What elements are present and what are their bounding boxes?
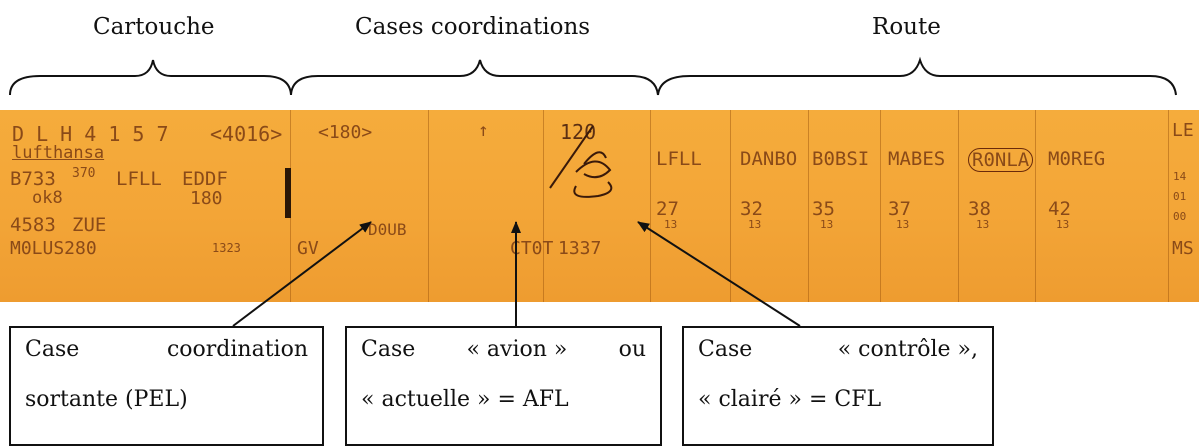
gv-mark: GV [297,238,319,259]
header-cartouche: Cartouche [93,14,215,40]
edge-2: 14 [1173,170,1187,183]
box-word: coordination [166,337,308,362]
edge-5: MS [1172,238,1194,259]
rfl: 370 [72,166,96,181]
arrow-pel [232,221,372,327]
divider [543,110,544,302]
flight-strip: D L H 4 1 5 7 <4016> lufthansa B733 370 … [0,110,1199,302]
brace-route [657,56,1177,96]
sid: M0LUS280 [10,238,97,259]
box-word: « avion » [466,337,568,362]
marker-bar [285,168,291,218]
route-hour-3: 13 [820,218,834,231]
edge-3: 01 [1173,190,1187,203]
route-hour-6: 13 [1056,218,1070,231]
ctot-value: 1337 [558,238,602,259]
route-point-5: R0NLA [968,148,1034,172]
box-word: ou [618,337,646,362]
route-point-4: MABES [888,148,946,170]
arrows [232,221,801,327]
divider [958,110,959,302]
route-time-6: 42 [1048,198,1071,220]
brace-cartouche [9,59,292,96]
label-box-cfl: Case « contrôle », « clairé » = CFL [682,326,994,446]
brace-coordination [290,59,659,96]
box-word: Case [698,337,753,362]
ok-mark: ok8 [32,188,63,208]
arrival: EDDF [182,168,228,190]
divider [730,110,731,302]
route-hour-2: 13 [748,218,762,231]
divider [808,110,809,302]
squawk-code: <4016> [210,122,283,146]
entry-time: 1323 [212,241,241,255]
aircraft-type: B733 [10,168,56,190]
arrow-cfl [637,221,801,327]
divider [650,110,651,302]
zone: ZUE [72,214,107,236]
route-time-5: 38 [968,198,991,220]
company: lufthansa [12,143,105,163]
route-time-4: 37 [888,198,911,220]
box-line-2: « actuelle » = AFL [361,387,569,412]
edge-1: LE [1172,120,1194,141]
label-box-pel: Case coordination sortante (PEL) [9,326,324,446]
route-point-2: DANBO [740,148,798,170]
route-point-6: M0REG [1048,148,1106,170]
speed: 180 [190,188,223,209]
edge-4: 00 [1173,210,1187,223]
route-hour-1: 13 [664,218,678,231]
doub-mark: D0UB [368,220,407,239]
divider [880,110,881,302]
route-time-3: 35 [812,198,835,220]
braces [9,56,1177,96]
box-word: Case [361,337,416,362]
route-time-2: 32 [740,198,763,220]
route-point-1: LFLL [656,148,702,170]
box-line-2: sortante (PEL) [25,387,188,412]
departure: LFLL [116,168,162,190]
callsign: D L H 4 1 5 7 [12,122,169,146]
header-route: Route [872,14,941,40]
box-word: Case [25,337,80,362]
ssr-code: 4583 [10,214,56,236]
divider [428,110,429,302]
header-coordination: Cases coordinations [355,14,591,40]
route-hour-4: 13 [896,218,910,231]
pel-value: <180> [318,122,373,143]
box-word: « contrôle », [837,337,978,362]
divider [1035,110,1036,302]
label-box-afl: Case « avion » ou « actuelle » = AFL [345,326,662,446]
handwritten-scribble [549,125,613,198]
route-point-3: B0BSI [812,148,870,170]
ctot-label: CT0T [510,238,554,259]
route-time-1: 27 [656,198,679,220]
box-line-2: « clairé » = CFL [698,387,882,412]
divider [1168,110,1169,302]
route-hour-5: 13 [976,218,990,231]
cfl-value: 120 [560,120,597,144]
afl-arrow: ↑ [478,120,489,141]
